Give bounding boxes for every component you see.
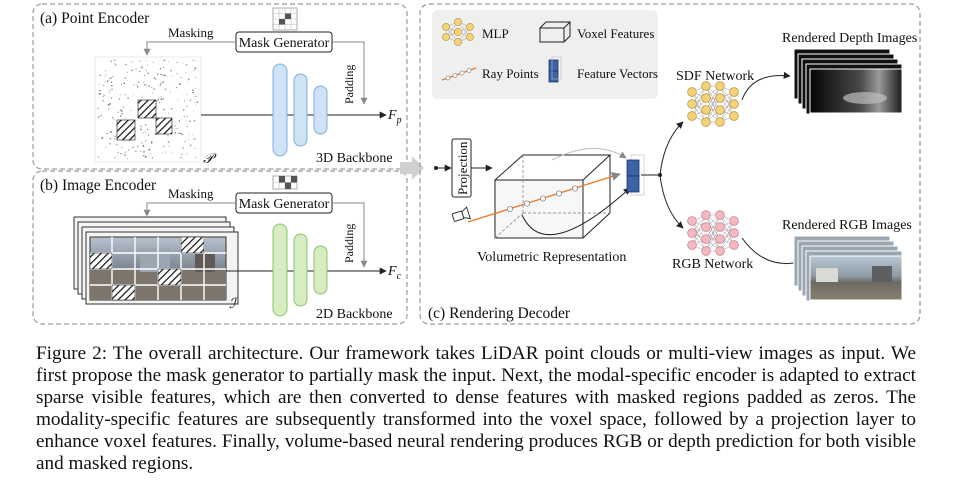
legend-feature-label: Feature Vectors [577, 66, 658, 81]
point-encoder-panel: (a) Point Encoder Mask Generator Masking… [32, 3, 408, 170]
sdf-network-label: SDF Network [676, 69, 754, 84]
depth-output-label: Rendered Depth Images [782, 31, 917, 46]
projection-label: Projection [455, 141, 470, 195]
padding-label-b: Padding [342, 224, 356, 263]
rgb-network-label: RGB Network [672, 257, 753, 272]
mask-generator-label-b: Mask Generator [239, 197, 330, 212]
point-encoder-border [32, 3, 408, 170]
point-output-label: Fp [387, 108, 402, 126]
masking-label-b: Masking [168, 186, 214, 201]
padding-arrow-b [332, 202, 368, 268]
rendering-decoder-title: (c) Rendering Decoder [428, 305, 571, 322]
legend-box [432, 10, 658, 99]
rendering-decoder-panel: (c) Rendering Decoder MLP Voxel Features [419, 3, 921, 325]
curve-arrow-top [551, 148, 627, 161]
architecture-diagram: (a) Point Encoder Mask Generator Masking… [32, 3, 921, 325]
backbone-2d-label: 2D Backbone [316, 307, 393, 322]
masking-arrow-b [143, 202, 236, 217]
mask-generator-label-a: Mask Generator [239, 36, 330, 51]
masking-label-a: Masking [168, 25, 214, 40]
feature-vector-legend-icon [548, 56, 562, 83]
padding-arrow-a [332, 41, 368, 105]
legend-ray-label: Ray Points [482, 66, 539, 81]
rendering-decoder-border [419, 3, 921, 325]
to-sdf-arrow [659, 121, 684, 176]
legend-mlp-label: MLP [482, 26, 509, 41]
camera-image-stack [73, 216, 239, 305]
image-encoder-border [32, 170, 408, 325]
sdf-network-icon [687, 81, 739, 127]
image-output-label: Fc [387, 264, 402, 282]
backbone-3d-label: 3D Backbone [316, 151, 393, 166]
rgb-output-label: Rendered RGB Images [782, 218, 912, 233]
image-encoder-panel: (b) Image Encoder Mask Generator Masking… [32, 170, 408, 325]
rendered-depth-stack [793, 48, 903, 115]
ray-points-legend-icon [441, 67, 477, 81]
curve-arrow-bottom [521, 187, 631, 236]
mask-pattern-icon-b [272, 175, 298, 190]
mlp-legend-icon [442, 18, 474, 46]
image-encoder-title: (b) Image Encoder [40, 177, 157, 194]
to-rgb-arrow [659, 174, 684, 229]
point-cloud-image [94, 56, 202, 163]
ray-points [467, 172, 621, 223]
rgb-network-icon [687, 210, 739, 256]
voxel-cube [494, 154, 612, 239]
caption-text: Figure 2: The overall architecture. Our … [36, 343, 916, 474]
voxel-legend-icon [539, 21, 572, 43]
backbone-3d [272, 63, 328, 157]
encoder-to-decoder-arrow [400, 156, 424, 180]
sdf-to-depth-arrow [741, 71, 791, 101]
image-symbol: ℐ [229, 297, 238, 312]
volumetric-label: Volumetric Representation [477, 250, 626, 265]
camera-icon [451, 206, 471, 222]
rendered-rgb-stack [793, 235, 903, 302]
figure-caption: Figure 2: The overall architecture. Our … [36, 343, 916, 475]
mask-pattern-icon [272, 7, 298, 31]
backbone-2d [272, 223, 328, 317]
padding-label-a: Padding [342, 65, 356, 104]
masking-arrow-a [143, 41, 236, 56]
legend-voxel-label: Voxel Features [577, 26, 654, 41]
point-encoder-title: (a) Point Encoder [40, 10, 150, 27]
point-cloud-symbol: 𝒫 [203, 152, 217, 167]
